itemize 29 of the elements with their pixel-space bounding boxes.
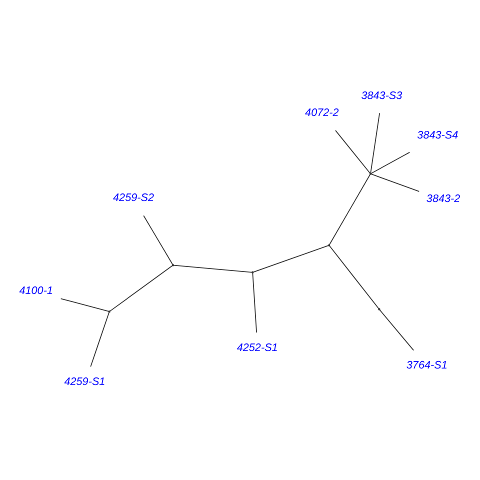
node-text: 3843-2: [426, 193, 460, 206]
connector: [370, 174, 420, 192]
node-text: 4072-2: [305, 107, 339, 120]
connector: [110, 265, 173, 312]
connector: [60, 298, 109, 312]
node-text: 4259-S2: [113, 192, 154, 204]
node-text: 3843-S3: [361, 90, 402, 102]
node-text: 4100-1: [19, 285, 53, 298]
node-dot: [369, 172, 372, 175]
connector: [143, 215, 174, 265]
node-text: 4252-S1: [236, 342, 278, 354]
node-dot: [328, 244, 330, 246]
connector: [253, 245, 329, 273]
connector: [174, 264, 252, 273]
connector: [370, 112, 380, 174]
node-text: 4259-S1: [64, 376, 106, 388]
node-dot: [252, 271, 254, 274]
connector: [335, 130, 370, 174]
connector: [90, 312, 110, 368]
node-text: 3764-S1: [406, 360, 448, 372]
connector: [379, 309, 414, 351]
node-text: 3843-S4: [417, 130, 458, 142]
node-dot: [172, 264, 174, 266]
node-dot: [378, 308, 380, 310]
node-dot: [108, 310, 110, 313]
connector: [370, 152, 410, 174]
connector: [252, 272, 258, 333]
connector: [329, 174, 371, 245]
connector: [329, 246, 380, 310]
